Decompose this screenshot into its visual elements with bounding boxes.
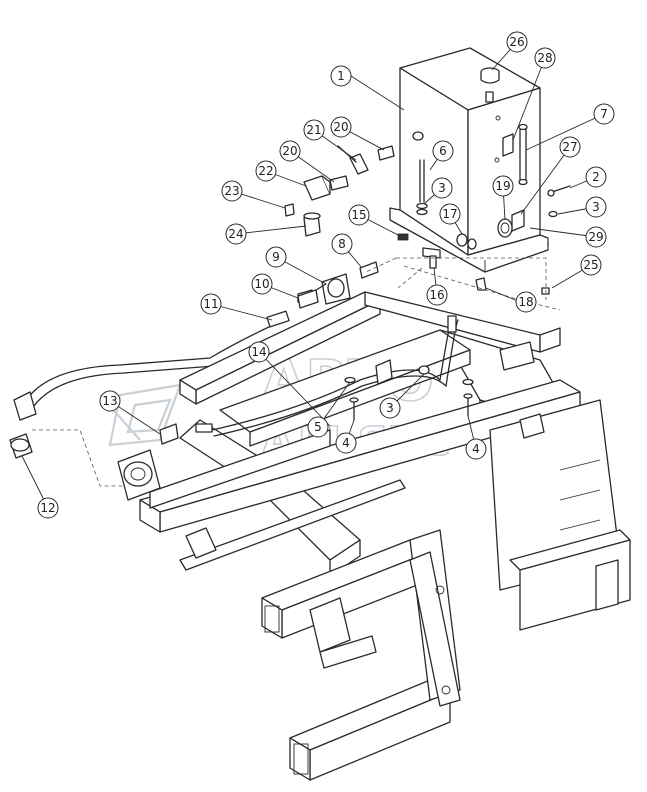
callout-label: 17 — [442, 207, 457, 221]
callout-17: 17 — [439, 203, 461, 225]
valve-fittings — [284, 145, 395, 237]
callout-label: 7 — [600, 107, 608, 121]
callout-label: 8 — [338, 237, 346, 251]
callout-3c: 3 — [379, 397, 401, 419]
callout-20b: 20 — [279, 140, 301, 162]
ball-valve — [297, 261, 379, 309]
callout-label: 19 — [495, 179, 510, 193]
callout-label: 10 — [254, 277, 269, 291]
callout-25: 25 — [580, 254, 602, 276]
callout-label: 21 — [306, 123, 321, 137]
leader-lines — [21, 41, 605, 509]
callout-label: 29 — [588, 230, 603, 244]
callout-5: 5 — [307, 416, 329, 438]
callout-13: 13 — [99, 390, 121, 412]
callout-1: 1 — [330, 65, 352, 87]
callout-16: 16 — [426, 284, 448, 306]
callout-22: 22 — [255, 160, 277, 182]
callout-15: 15 — [348, 204, 370, 226]
callout-label: 16 — [429, 288, 444, 302]
callout-label: 3 — [386, 401, 394, 415]
callout-label: 3 — [438, 181, 446, 195]
callout-label: 3 — [592, 200, 600, 214]
callout-12: 12 — [37, 497, 59, 519]
hydraulic-tank — [389, 47, 549, 273]
callout-label: 2 — [592, 170, 600, 184]
callout-14: 14 — [248, 341, 270, 363]
callout-label: 24 — [228, 227, 243, 241]
callout-19: 19 — [492, 175, 514, 197]
callout-27: 27 — [559, 136, 581, 158]
callout-label: 15 — [351, 208, 366, 222]
callout-28: 28 — [534, 47, 556, 69]
callout-6: 6 — [432, 140, 454, 162]
callout-4: 4 — [335, 432, 357, 454]
callout-18: 18 — [515, 291, 537, 313]
callout-label: 28 — [537, 51, 552, 65]
callout-label: 25 — [583, 258, 598, 272]
callout-29: 29 — [585, 226, 607, 248]
callout-10: 10 — [251, 273, 273, 295]
callout-label: 11 — [203, 297, 218, 311]
callout-23: 23 — [221, 180, 243, 202]
callout-26: 26 — [506, 31, 528, 53]
callout-7: 7 — [593, 103, 615, 125]
callout-label: 23 — [224, 184, 239, 198]
callout-label: 14 — [251, 345, 266, 359]
callout-label: 4 — [342, 436, 350, 450]
callout-8: 8 — [331, 233, 353, 255]
callout-label: 18 — [518, 295, 533, 309]
callout-3: 3 — [585, 196, 607, 218]
callout-label: 5 — [314, 420, 322, 434]
callout-4b: 4 — [465, 438, 487, 460]
callout-3b: 3 — [431, 177, 453, 199]
callout-21: 21 — [303, 119, 325, 141]
callout-2: 2 — [585, 166, 607, 188]
callout-label: 6 — [439, 144, 447, 158]
callout-label: 4 — [472, 442, 480, 456]
callout-9: 9 — [265, 246, 287, 268]
callout-label: 1 — [337, 69, 345, 83]
main-frame — [117, 291, 631, 781]
callout-label: 9 — [272, 250, 280, 264]
callout-24: 24 — [225, 223, 247, 245]
callout-label: 27 — [562, 140, 577, 154]
callout-label: 13 — [102, 394, 117, 408]
callout-11: 11 — [200, 293, 222, 315]
callout-20a: 20 — [330, 116, 352, 138]
callout-label: 20 — [333, 120, 348, 134]
callout-label: 20 — [282, 144, 297, 158]
callout-label: 26 — [509, 35, 524, 49]
tank-fittings — [397, 185, 571, 295]
callout-label: 22 — [258, 164, 273, 178]
callout-label: 12 — [40, 501, 55, 515]
